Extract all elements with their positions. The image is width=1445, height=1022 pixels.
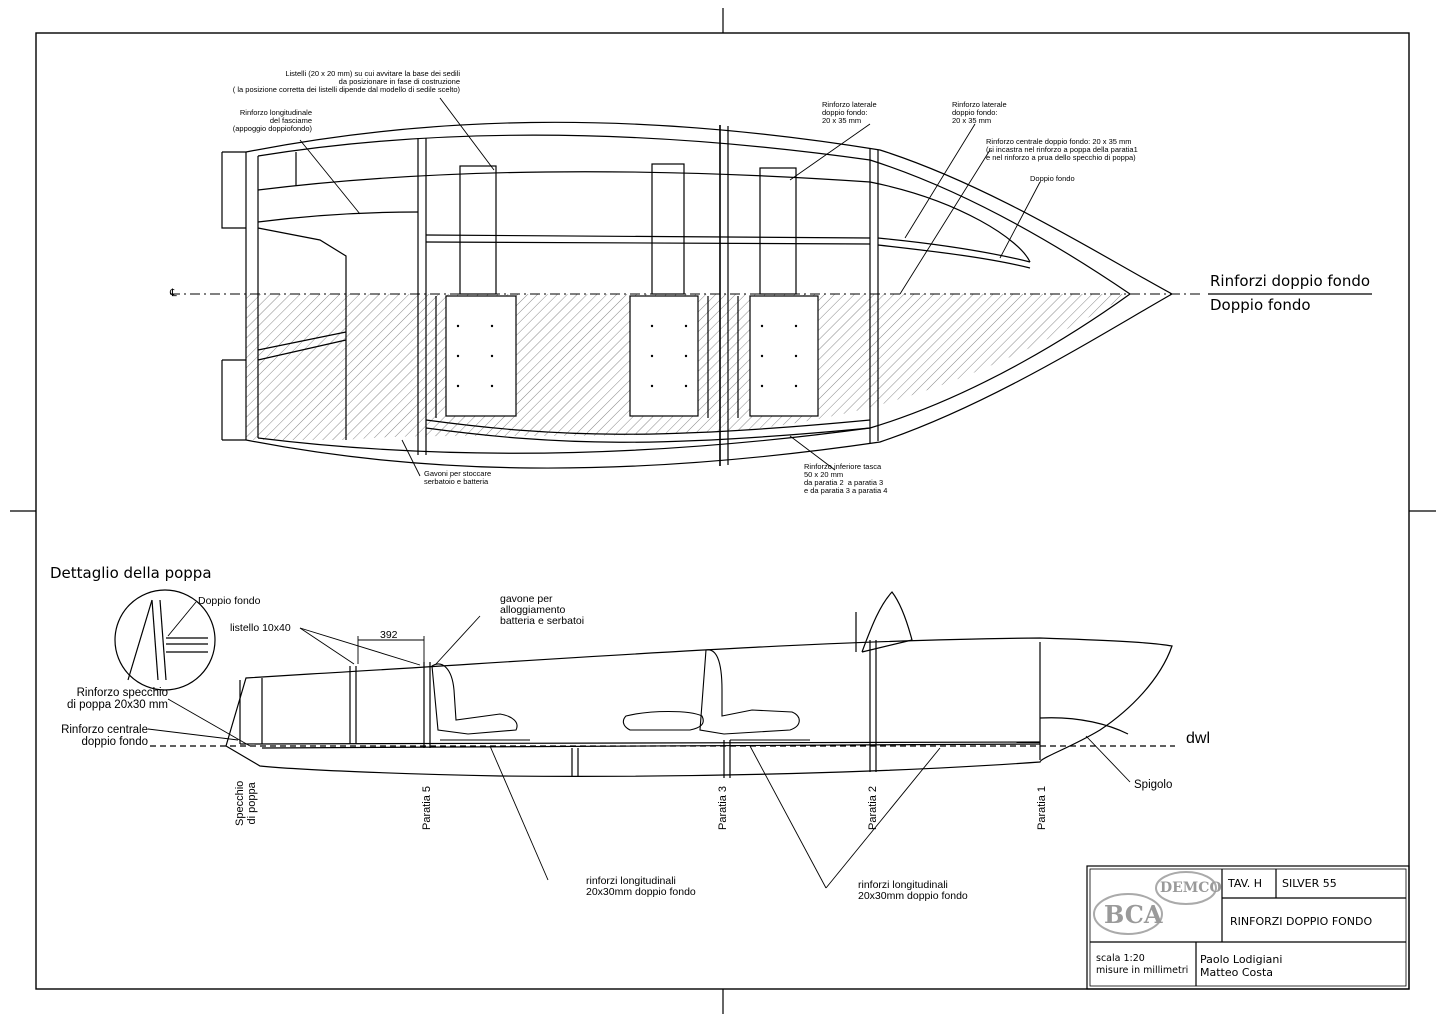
label-rinforzo-laterale-1: Rinforzo laterale doppio fondo: 20 x 35 … [822, 100, 877, 125]
label-spigolo: Spigolo [1134, 779, 1173, 791]
station-paratia-5: Paratia 5 [421, 785, 433, 830]
station-paratia-2: Paratia 2 [867, 785, 879, 830]
label-rinforzi-longitudinali-2: rinforzi longitudinali 20x30mm doppio fo… [858, 879, 968, 903]
legend-doppio-fondo: Doppio fondo [1210, 296, 1311, 314]
title-block-frame [1086, 865, 1410, 990]
stern-detail-circle [114, 589, 216, 691]
plan-view-leaders [299, 97, 1041, 477]
label-rinforzo-centrale-detail: Rinforzo centrale doppio fondo [61, 724, 148, 749]
sheet-border [10, 8, 1436, 1014]
label-rinforzo-inferiore: Rinforzo inferiore tasca 50 x 20 mm da p… [804, 462, 888, 495]
side-view-hull [225, 591, 1173, 778]
label-doppio-fondo-detail: Doppio fondo [198, 595, 261, 607]
label-rinforzo-centrale: Rinforzo centrale doppio fondo: 20 x 35 … [986, 137, 1138, 162]
station-paratia-1: Paratia 1 [1036, 785, 1048, 830]
dimension-392: 392 [380, 629, 398, 641]
legend-rinforzi-doppio-fondo: Rinforzi doppio fondo [1210, 272, 1371, 290]
scale-note: scala 1:20 misure in millimetri [1096, 953, 1189, 976]
tav-number: TAV. H [1228, 877, 1263, 890]
label-rinforzo-longitudinale-fasciame: Rinforzo longitudinale del fasciame (app… [232, 108, 312, 133]
authors: Paolo Lodigiani Matteo Costa [1200, 953, 1283, 980]
label-doppio-fondo-plan: Doppio fondo [1030, 174, 1075, 183]
sheet-subject: RINFORZI DOPPIO FONDO [1230, 915, 1373, 928]
label-rinforzo-specchio: Rinforzo specchio di poppa 20x30 mm [66, 687, 168, 712]
label-rinforzo-laterale-2: Rinforzo laterale doppio fondo: 20 x 35 … [952, 100, 1007, 125]
side-view-seats [431, 649, 810, 741]
station-paratia-3: Paratia 3 [717, 785, 729, 830]
logo-demco: DEMCO [1160, 880, 1222, 896]
label-dwl: dwl [1186, 730, 1211, 747]
label-rinforzi-longitudinali-1: rinforzi longitudinali 20x30mm doppio fo… [586, 875, 696, 899]
logo-ovals [1093, 871, 1217, 935]
plan-view-bolt-dots [456, 324, 798, 388]
label-gavone: gavone per alloggiamento batteria e serb… [500, 593, 585, 628]
label-listelli: Listelli (20 x 20 mm) su cui avvitare la… [232, 69, 460, 94]
station-specchio-di-poppa: Specchio di poppa [234, 780, 259, 826]
logo-bca: BCA [1104, 900, 1163, 929]
side-view-leaders [147, 601, 1131, 889]
label-listello: listello 10x40 [230, 622, 291, 634]
detail-title: Dettaglio della poppa [50, 564, 212, 582]
model-name: SILVER 55 [1282, 877, 1337, 890]
centerline-symbol: ℄ [170, 287, 177, 299]
label-gavoni: Gavoni per stoccare serbatoio e batteria [424, 469, 492, 486]
